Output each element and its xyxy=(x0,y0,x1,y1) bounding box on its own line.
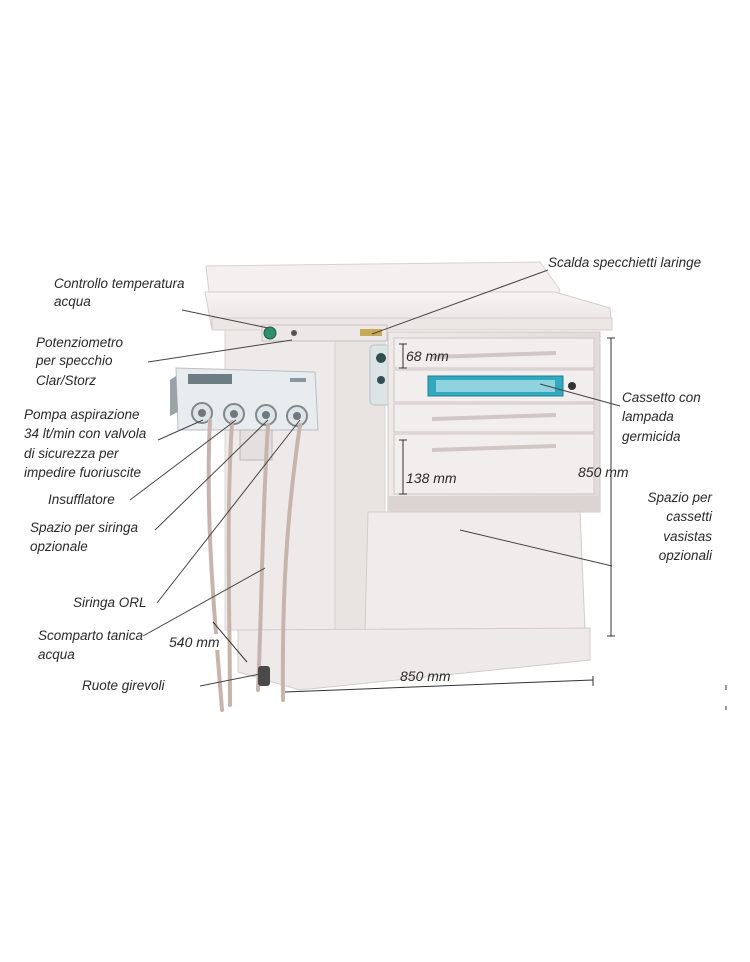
label-scomparto-1: Scomparto tanica xyxy=(38,628,144,643)
label-spazio-cassetti-2: cassetti xyxy=(666,509,712,524)
label-potenziometro-3: Clar/Storz xyxy=(36,373,97,388)
holder-display xyxy=(188,374,232,384)
label-scomparto-2: acqua xyxy=(38,647,75,662)
dim-138mm: 138 mm xyxy=(406,470,457,486)
lower-cabinet-space xyxy=(364,511,586,633)
label-spazio-cassetti-4: opzionali xyxy=(658,548,712,563)
label-cassetto-3: germicida xyxy=(622,429,681,444)
dimension-lines xyxy=(212,337,727,710)
drawer-4-handle xyxy=(431,444,557,452)
leader-lines xyxy=(129,269,621,687)
label-spazio-cassetti-1: Spazio per xyxy=(647,490,712,505)
label-potenziometro-1: Potenziometro xyxy=(36,335,124,350)
potentiometer-knob-icon[interactable] xyxy=(291,330,297,336)
drawer-1-handle xyxy=(431,351,557,359)
label-ruote-girevoli: Ruote girevoli xyxy=(82,678,165,693)
drawer-3-handle xyxy=(431,413,557,421)
base xyxy=(237,627,591,691)
label-potenziometro-2: per specchio xyxy=(36,353,113,368)
drawer-4[interactable] xyxy=(393,433,595,495)
label-pompa-2: 34 lt/min con valvola xyxy=(24,426,147,441)
label-scalda-specchietti: Scalda specchietti laringe xyxy=(548,255,702,270)
label-cassetto-1: Cassetto con xyxy=(622,390,701,405)
wheel-left-icon xyxy=(258,666,270,686)
handpiece-sockets xyxy=(191,402,308,427)
tubes xyxy=(206,418,302,712)
control-strip xyxy=(261,324,388,342)
germicidal-lamp-glow xyxy=(436,380,555,392)
label-pompa-4: impedire fuoriuscite xyxy=(24,465,142,480)
label-spazio-siringa-2: opzionale xyxy=(30,539,88,554)
label-spazio-siringa-1: Spazio per siringa xyxy=(30,520,139,535)
label-controllo-temperatura-2: acqua xyxy=(54,294,91,309)
label-pompa-1: Pompa aspirazione xyxy=(24,407,140,422)
side-knob-icon[interactable] xyxy=(376,353,386,363)
label-controllo-temperatura-1: Controllo temperatura xyxy=(54,276,185,291)
mirror-warmer-slot xyxy=(360,329,382,336)
label-siringa-orl: Siringa ORL xyxy=(73,595,147,610)
dim-540mm: 540 mm xyxy=(167,634,222,650)
label-insufflatore: Insufflatore xyxy=(48,492,115,507)
holder-side-rail xyxy=(170,376,178,416)
label-spazio-cassetti-3: vasistas xyxy=(663,529,712,544)
label-pompa-3: di sicurezza per xyxy=(24,446,119,461)
dim-68mm: 68 mm xyxy=(406,348,449,364)
holder-label xyxy=(290,378,306,382)
dim-850mm-height: 850 mm xyxy=(578,464,629,480)
dim-850mm-width: 850 mm xyxy=(400,668,451,684)
label-cassetto-2: lampada xyxy=(622,409,674,424)
temperature-knob-icon[interactable] xyxy=(263,326,277,340)
side-knob-2-icon[interactable] xyxy=(377,376,385,384)
lamp-switch-icon[interactable] xyxy=(568,382,576,390)
cabinet-lower-band xyxy=(388,496,600,512)
